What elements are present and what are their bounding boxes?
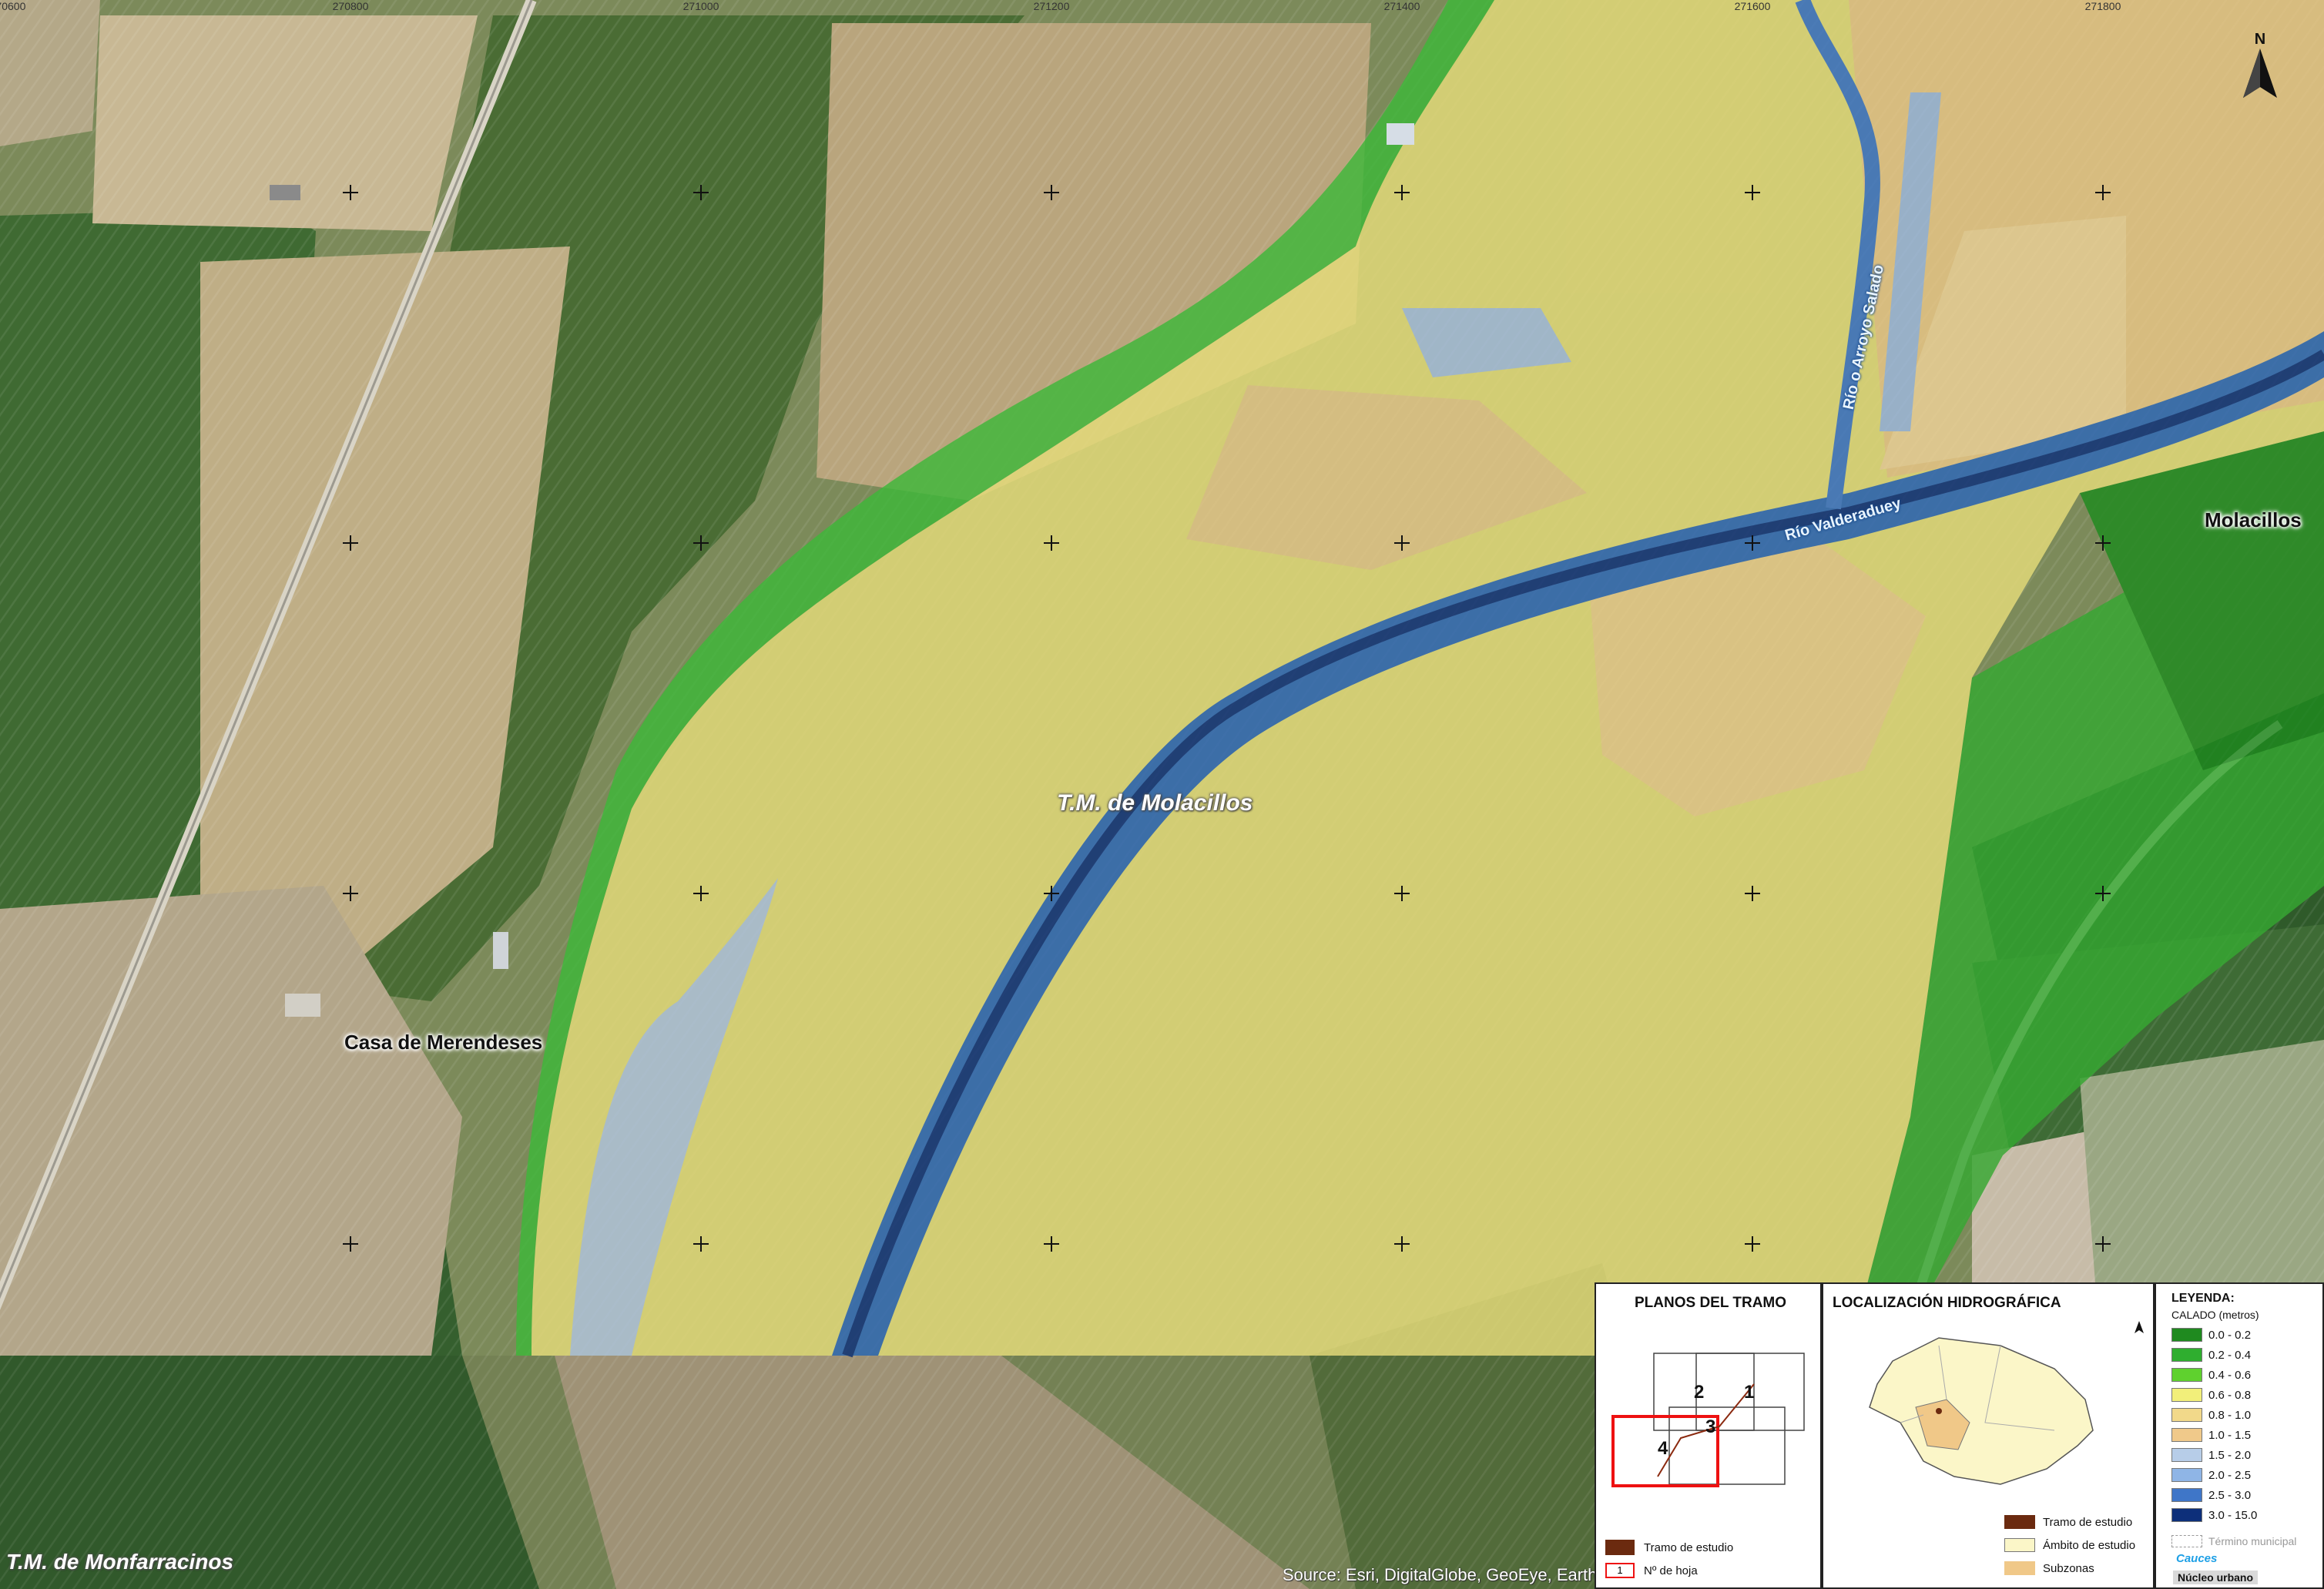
localizacion-panel: LOCALIZACIÓN HIDROGRÁFICA Tramo de estud… — [1822, 1282, 2155, 1589]
location-map — [1869, 1321, 2144, 1485]
legend-subtitle: CALADO (metros) — [2171, 1309, 2259, 1321]
subzonas-swatch — [2004, 1561, 2035, 1575]
tramo-estudio-label: Tramo de estudio — [2043, 1516, 2133, 1529]
legend-label: 0.2 - 0.4 — [2208, 1348, 2252, 1362]
legend-label: 2.0 - 2.5 — [2208, 1468, 2252, 1482]
sheet-label: 4 — [1658, 1438, 1668, 1459]
legend-label: 0.4 - 0.6 — [2208, 1368, 2252, 1382]
ambito-swatch — [2004, 1538, 2035, 1552]
legend-row: 2.0 - 2.5 — [2171, 1467, 2251, 1483]
sheet-label: 1 — [1744, 1382, 1755, 1403]
legend-swatch — [2171, 1428, 2202, 1442]
legend-row: 0.4 - 0.6 — [2171, 1367, 2251, 1383]
legend-row: 0.6 - 0.8 — [2171, 1387, 2251, 1403]
legend-label: 0.8 - 1.0 — [2208, 1408, 2252, 1422]
coord-label: 271400 — [1383, 0, 1420, 12]
legend-swatch — [2171, 1408, 2202, 1422]
planos-panel: PLANOS DEL TRAMO 2 1 3 4 Tramo de estudi… — [1595, 1282, 1822, 1589]
north-arrow: N — [2243, 31, 2277, 102]
planos-title: PLANOS DEL TRAMO — [1635, 1295, 1787, 1311]
legend-swatch — [2171, 1448, 2202, 1462]
legend-swatch — [2171, 1368, 2202, 1382]
coord-label: 271600 — [1734, 0, 1771, 12]
coord-label: 271000 — [682, 0, 719, 12]
legend-label: 1.5 - 2.0 — [2208, 1448, 2252, 1462]
legend-label: 3.0 - 15.0 — [2208, 1508, 2258, 1522]
legend-row: 3.0 - 15.0 — [2171, 1507, 2257, 1523]
legend-row: 1.5 - 2.0 — [2171, 1447, 2251, 1463]
north-label: N — [2254, 31, 2266, 48]
legend-row: 2.5 - 3.0 — [2171, 1487, 2251, 1503]
localizacion-title: LOCALIZACIÓN HIDROGRÁFICA — [1833, 1295, 2061, 1311]
coord-label: 271200 — [1033, 0, 1070, 12]
tramo-label: Tramo de estudio — [1644, 1541, 1734, 1554]
legend-label: 1.0 - 1.5 — [2208, 1428, 2252, 1442]
termino-swatch — [2171, 1535, 2202, 1547]
sheet-label: 3 — [1705, 1416, 1716, 1437]
flood-depth-overlay — [516, 0, 2324, 1358]
legend-row: 1.0 - 1.5 — [2171, 1427, 2251, 1443]
source-attribution: Source: Esri, DigitalGlobe, GeoEye, Eart… — [1283, 1565, 1626, 1584]
sheet-index-diagram — [1611, 1353, 1805, 1487]
tramo-estudio-swatch — [2004, 1515, 2035, 1529]
coord-label: 271800 — [2084, 0, 2121, 12]
legend-label: 0.6 - 0.8 — [2208, 1388, 2252, 1402]
legend-swatch — [2171, 1388, 2202, 1402]
coord-label: 270600 — [0, 0, 26, 12]
place-label-molacillos: Molacillos — [2205, 508, 2302, 531]
legend-row: 0.0 - 0.2 — [2171, 1327, 2251, 1343]
place-label-casa-merendeses: Casa de Merendeses — [344, 1031, 543, 1054]
hoja-label: Nº de hoja — [1644, 1564, 1698, 1577]
subzonas-label: Subzonas — [2043, 1562, 2094, 1575]
ambito-label: Ámbito de estudio — [2043, 1539, 2136, 1552]
sheet-label: 2 — [1694, 1382, 1705, 1403]
nucleo-label: Núcleo urbano — [2173, 1571, 2259, 1584]
municipality-label-molacillos: T.M. de Molacillos — [1057, 790, 1253, 816]
legend-row: 0.8 - 1.0 — [2171, 1407, 2251, 1423]
municipality-label-monfarracinos: T.M. de Monfarracinos — [6, 1550, 234, 1574]
legend-label: 2.5 - 3.0 — [2208, 1488, 2252, 1502]
legend-panel: LEYENDA: CALADO (metros) 0.0 - 0.2 0.2 - … — [2155, 1282, 2324, 1589]
legend-row: 0.2 - 0.4 — [2171, 1347, 2251, 1363]
hoja-swatch: 1 — [1605, 1563, 1635, 1578]
north-arrow-icon — [2243, 49, 2277, 98]
legend-swatch — [2171, 1508, 2202, 1522]
legend-swatch — [2171, 1348, 2202, 1362]
tramo-swatch — [1605, 1540, 1635, 1555]
legend-label: 0.0 - 0.2 — [2208, 1328, 2252, 1342]
coord-label: 270800 — [332, 0, 369, 12]
legend-title: LEYENDA: — [2171, 1292, 2235, 1305]
termino-label: Término municipal — [2208, 1535, 2297, 1547]
legend-swatch — [2171, 1328, 2202, 1342]
legend-swatch — [2171, 1488, 2202, 1502]
cauces-label: Cauces — [2176, 1552, 2218, 1565]
legend-swatch — [2171, 1468, 2202, 1482]
